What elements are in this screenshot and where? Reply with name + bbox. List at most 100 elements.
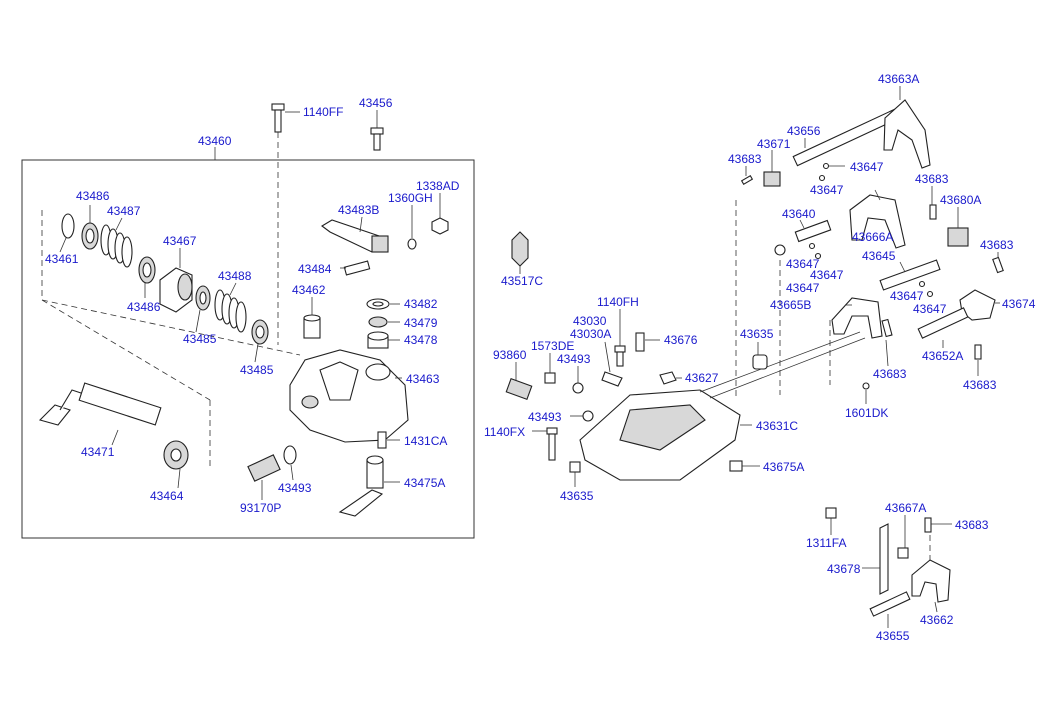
label-43647-e[interactable]: 43647 bbox=[786, 281, 820, 295]
label-43645[interactable]: 43645 bbox=[862, 249, 896, 263]
label-43635-right[interactable]: 43635 bbox=[740, 327, 774, 341]
label-43683-bottom[interactable]: 43683 bbox=[955, 518, 989, 532]
label-93170P[interactable]: 93170P bbox=[240, 501, 281, 515]
label-43485-upper[interactable]: 43485 bbox=[183, 332, 217, 346]
label-43683-lower-right[interactable]: 43683 bbox=[963, 378, 997, 392]
bolt-1140FF bbox=[271, 103, 300, 345]
label-43627[interactable]: 43627 bbox=[685, 371, 719, 385]
nut-1338AD bbox=[431, 193, 449, 235]
label-43479[interactable]: 43479 bbox=[404, 316, 438, 330]
ball-43647-f bbox=[926, 290, 934, 298]
label-43463[interactable]: 43463 bbox=[406, 372, 440, 386]
label-43683-right[interactable]: 43683 bbox=[980, 238, 1014, 252]
label-43631C[interactable]: 43631C bbox=[756, 419, 798, 433]
label-43467[interactable]: 43467 bbox=[163, 234, 197, 248]
gasket-43493-mid bbox=[572, 366, 584, 394]
label-43647-d[interactable]: 43647 bbox=[810, 268, 844, 282]
gasket-43493-lower bbox=[570, 410, 594, 422]
label-43662[interactable]: 43662 bbox=[920, 613, 954, 627]
label-43665B[interactable]: 43665B bbox=[770, 298, 811, 312]
label-43663A[interactable]: 43663A bbox=[878, 72, 919, 86]
pin-43683-lower-right bbox=[974, 344, 982, 376]
label-1311FA[interactable]: 1311FA bbox=[806, 536, 846, 550]
detent-body-43467 bbox=[159, 248, 193, 313]
nut-1360GH bbox=[407, 205, 417, 250]
fork-43662 bbox=[911, 559, 951, 613]
label-1573DE[interactable]: 1573DE bbox=[531, 339, 574, 353]
label-1360GH[interactable]: 1360GH bbox=[388, 191, 433, 205]
label-43493-mid[interactable]: 43493 bbox=[557, 352, 591, 366]
label-43655[interactable]: 43655 bbox=[876, 629, 910, 643]
lever-43678 bbox=[862, 523, 889, 595]
label-43647-b[interactable]: 43647 bbox=[810, 183, 844, 197]
alignment-line-lower bbox=[41, 299, 211, 401]
label-1601DK[interactable]: 1601DK bbox=[845, 406, 888, 420]
label-43647-a[interactable]: 43647 bbox=[850, 160, 884, 174]
label-43683-mid[interactable]: 43683 bbox=[873, 367, 907, 381]
label-43478[interactable]: 43478 bbox=[404, 333, 438, 347]
label-43486-upper[interactable]: 43486 bbox=[76, 189, 110, 203]
label-43652A[interactable]: 43652A bbox=[922, 349, 963, 363]
label-43674[interactable]: 43674 bbox=[1002, 297, 1036, 311]
bolt-1311FA bbox=[825, 507, 837, 535]
label-43485-lower[interactable]: 43485 bbox=[240, 363, 274, 377]
sensor-93860 bbox=[505, 362, 533, 401]
label-43482[interactable]: 43482 bbox=[404, 297, 438, 311]
label-43683-upper-right[interactable]: 43683 bbox=[915, 172, 949, 186]
pin-43683-upper-right bbox=[929, 186, 937, 220]
shift-shaft-43471 bbox=[38, 382, 162, 446]
label-43678[interactable]: 43678 bbox=[827, 562, 861, 576]
label-43475A[interactable]: 43475A bbox=[404, 476, 445, 490]
rail-43652A bbox=[917, 307, 969, 348]
label-43484[interactable]: 43484 bbox=[298, 262, 332, 276]
label-43461[interactable]: 43461 bbox=[45, 252, 79, 266]
label-43517C[interactable]: 43517C bbox=[501, 274, 543, 288]
label-43647-f[interactable]: 43647 bbox=[890, 289, 924, 303]
label-43488[interactable]: 43488 bbox=[218, 269, 252, 283]
label-43487[interactable]: 43487 bbox=[107, 204, 141, 218]
alignment-line-diag bbox=[41, 299, 301, 356]
label-43656[interactable]: 43656 bbox=[787, 124, 821, 138]
label-43460[interactable]: 43460 bbox=[198, 134, 232, 148]
label-43640[interactable]: 43640 bbox=[782, 207, 816, 221]
label-43030A[interactable]: 43030A bbox=[570, 327, 611, 341]
label-1338AD[interactable]: 1338AD bbox=[416, 179, 460, 193]
label-43671[interactable]: 43671 bbox=[757, 137, 791, 151]
label-43483B[interactable]: 43483B bbox=[338, 203, 379, 217]
rail-43655 bbox=[869, 591, 911, 628]
label-43493-left[interactable]: 43493 bbox=[278, 481, 312, 495]
label-43683-top[interactable]: 43683 bbox=[728, 152, 762, 166]
ball-43647-c bbox=[808, 242, 816, 250]
ring-43461 bbox=[61, 213, 75, 239]
label-43647-g[interactable]: 43647 bbox=[913, 302, 947, 316]
switch-93170P bbox=[247, 454, 281, 500]
bushing-43462 bbox=[303, 297, 321, 339]
pin-43683-top bbox=[740, 166, 754, 185]
label-43493-lower[interactable]: 43493 bbox=[528, 410, 562, 424]
clip-43030 bbox=[601, 341, 623, 387]
spring-43676 bbox=[635, 332, 660, 352]
label-43471[interactable]: 43471 bbox=[81, 445, 115, 459]
label-43456[interactable]: 43456 bbox=[359, 96, 393, 110]
assembly-43460-frame bbox=[21, 159, 475, 539]
label-43464[interactable]: 43464 bbox=[150, 489, 184, 503]
label-43647-c[interactable]: 43647 bbox=[786, 257, 820, 271]
label-1140FF[interactable]: 1140FF bbox=[303, 105, 343, 119]
label-93860[interactable]: 93860 bbox=[493, 348, 527, 362]
ring-43479 bbox=[368, 316, 400, 328]
label-1140FX[interactable]: 1140FX bbox=[484, 425, 525, 439]
bolt-43456 bbox=[370, 110, 384, 151]
label-1140FH[interactable]: 1140FH bbox=[597, 295, 639, 309]
label-43462[interactable]: 43462 bbox=[292, 283, 326, 297]
label-43675A[interactable]: 43675A bbox=[763, 460, 804, 474]
label-43680A[interactable]: 43680A bbox=[940, 193, 981, 207]
label-43667A[interactable]: 43667A bbox=[885, 501, 926, 515]
label-43635-lower[interactable]: 43635 bbox=[560, 489, 594, 503]
label-1431CA[interactable]: 1431CA bbox=[404, 434, 447, 448]
label-43676[interactable]: 43676 bbox=[664, 333, 698, 347]
rail-43645 bbox=[879, 259, 941, 291]
label-43486-lower[interactable]: 43486 bbox=[127, 300, 161, 314]
label-43030[interactable]: 43030 bbox=[573, 314, 607, 328]
spring-43488 bbox=[214, 282, 247, 333]
label-43666A[interactable]: 43666A bbox=[852, 230, 893, 244]
